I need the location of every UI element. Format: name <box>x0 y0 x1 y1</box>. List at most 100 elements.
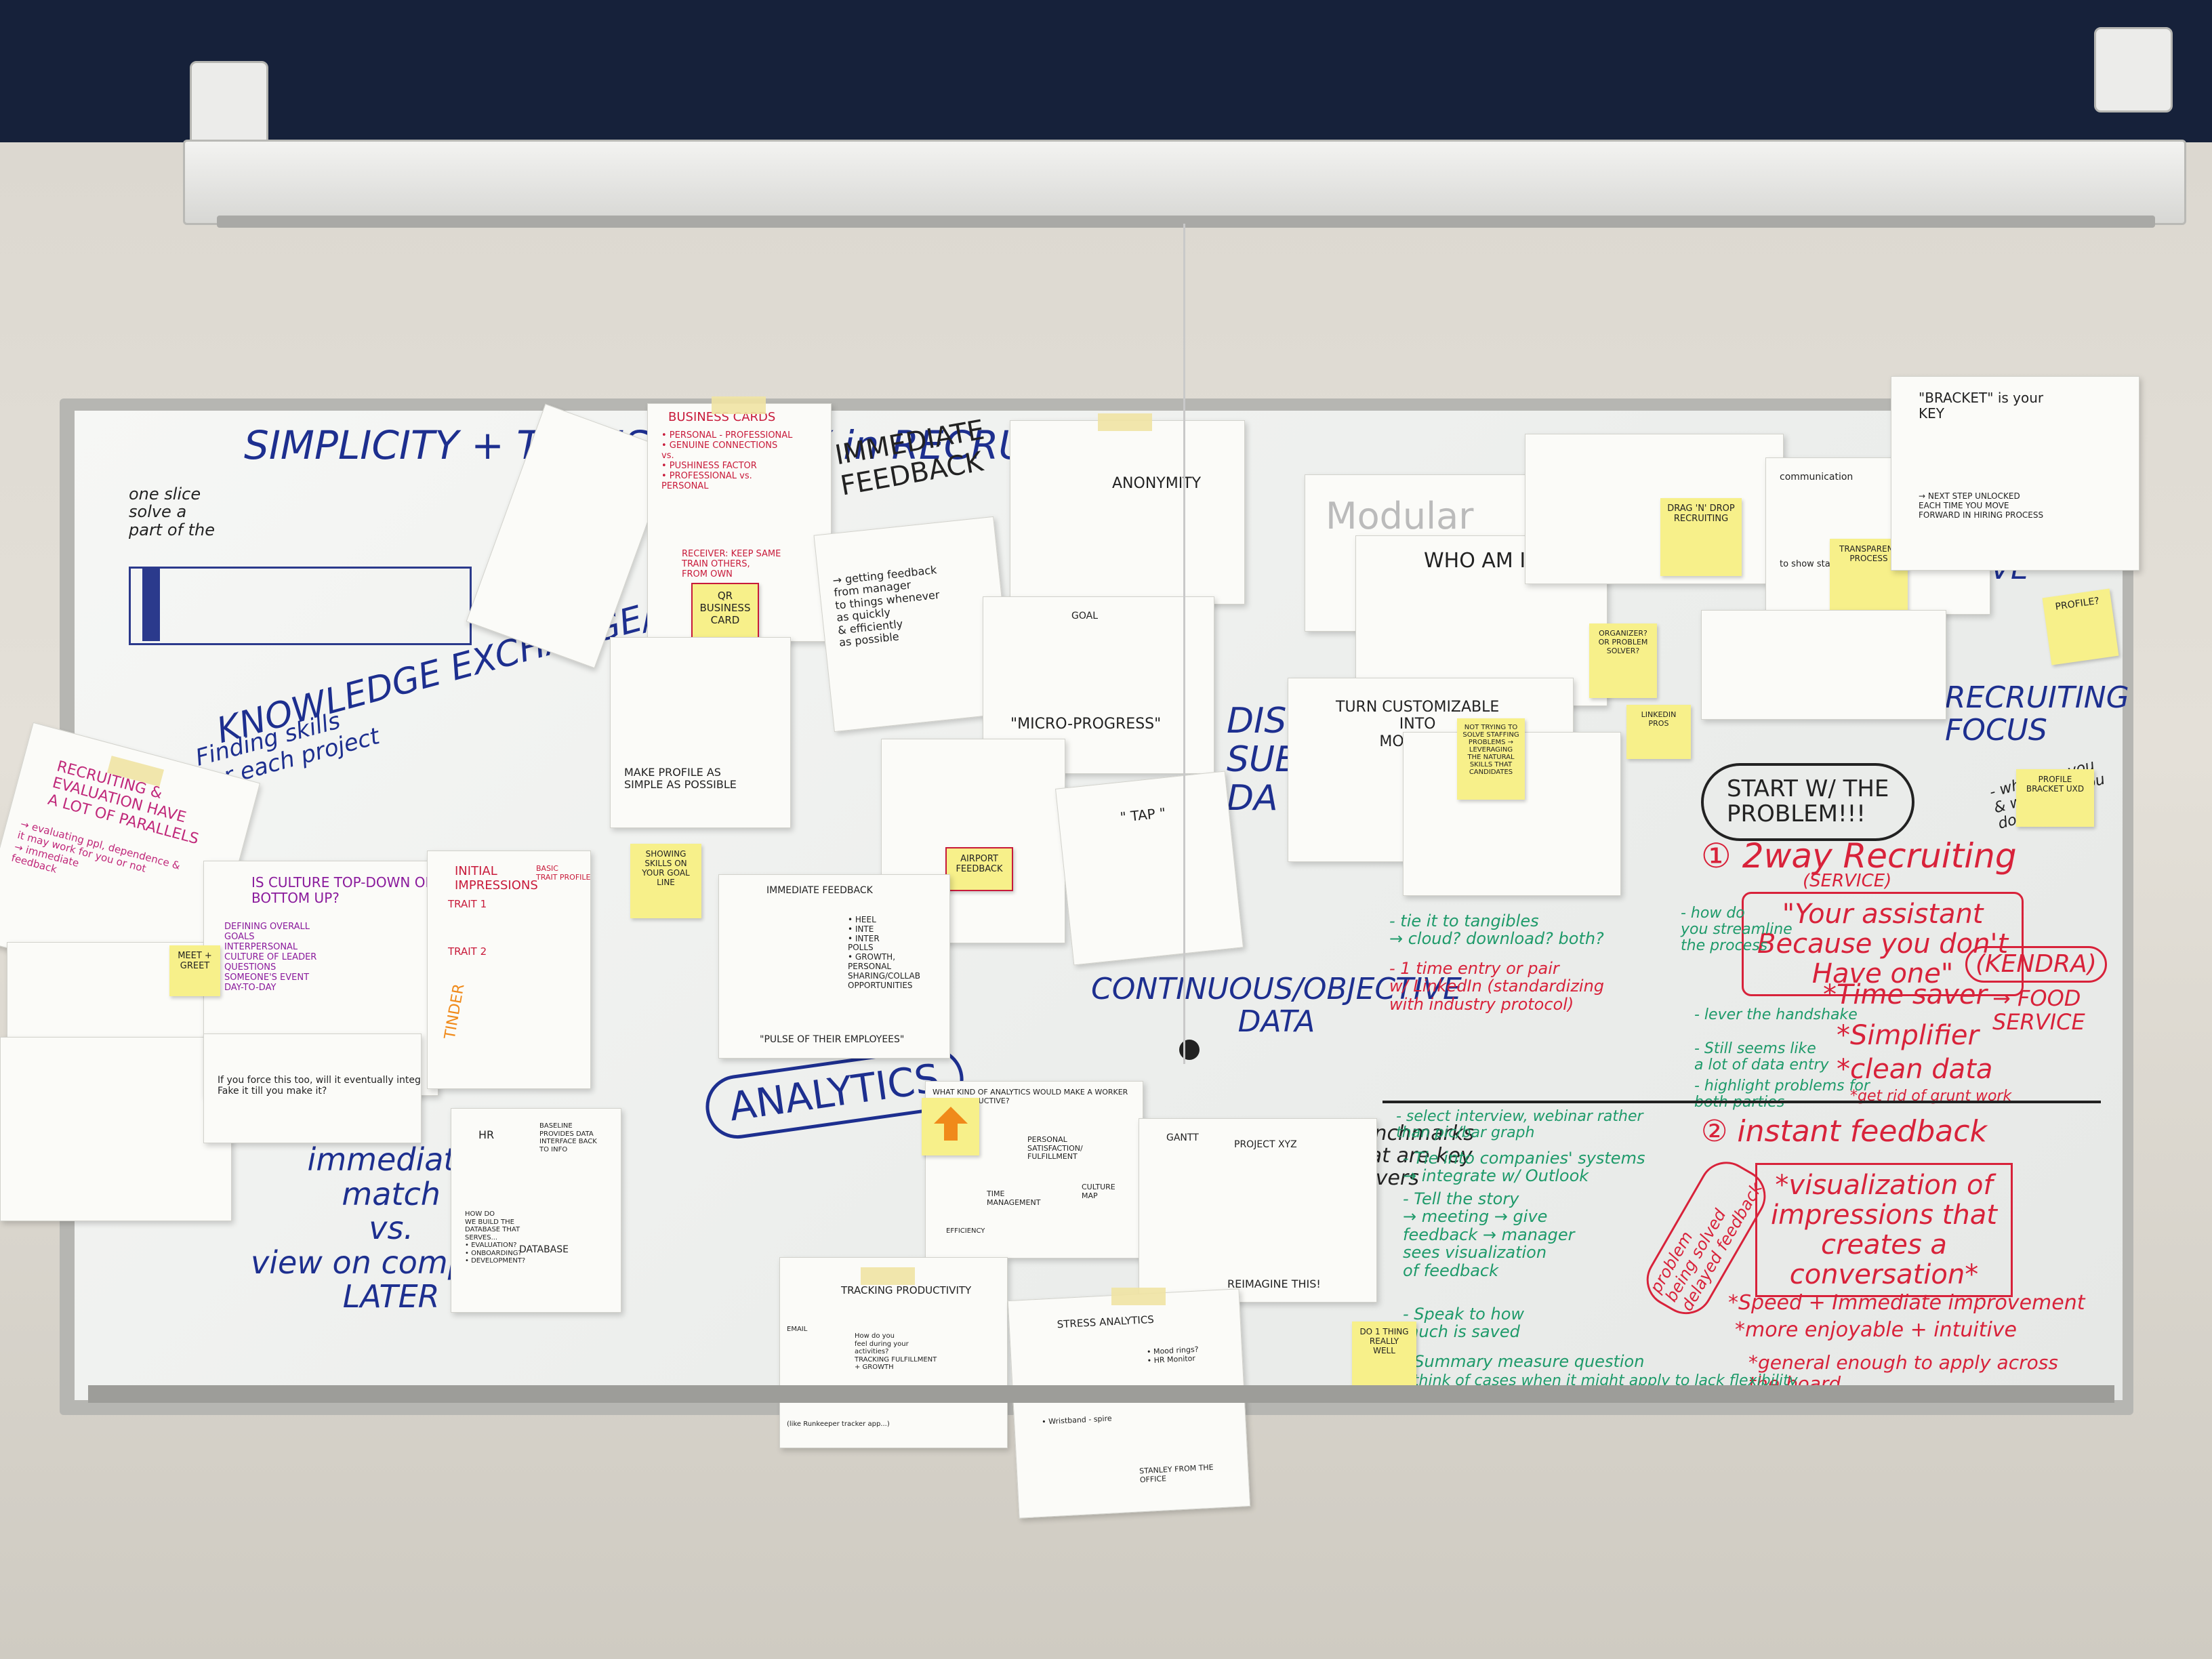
sticky-linkedin: LINKEDIN PROS <box>1626 705 1691 759</box>
projector-screen-case <box>183 140 2186 225</box>
micro-progress-label: "MICRO-PROGRESS" <box>1010 716 1162 733</box>
sticky-organizer: ORGANIZER? OR PROBLEM SOLVER? <box>1589 623 1657 698</box>
trait-2: TRAIT 2 <box>448 945 487 958</box>
projector-string <box>1183 224 1185 1064</box>
recruiting-focus: RECRUITING FOCUS <box>1945 680 2129 748</box>
ceiling <box>0 0 2212 142</box>
clean-data: *clean data <box>1837 1054 1993 1085</box>
immediate-feedback-list: • HEEL • INTE • INTER POLLS • GROWTH, PE… <box>848 915 920 990</box>
communication-label: communication <box>1780 472 1853 483</box>
lever-handshake: - lever the handshake <box>1694 1006 1858 1023</box>
tap-label: " TAP " <box>1119 804 1167 826</box>
general-note: *general enough to apply across the boar… <box>1748 1351 2058 1395</box>
time-management: TIME MANAGEMENT <box>987 1189 1041 1207</box>
paper-pulse: IMMEDIATE FEEDBACK • HEEL • INTE • INTER… <box>718 874 950 1059</box>
up-arrow-icon <box>933 1107 968 1141</box>
stanley-note: STANLEY FROM THE OFFICE <box>1139 1462 1214 1484</box>
gantt-label: GANTT <box>1166 1132 1199 1143</box>
tape <box>1098 413 1152 431</box>
analytics-sub: PERSONAL SATISFACTION/ FULFILLMENT <box>1027 1135 1083 1162</box>
efficiency: EFFICIENCY <box>946 1227 985 1235</box>
business-cards-list: • PERSONAL - PROFESSIONAL • GENUINE CONN… <box>661 430 793 491</box>
speed-note: *Speed + Immediate improvement <box>1728 1291 2085 1315</box>
sticky-do-one-thing: DO 1 THING REALLY WELL <box>1352 1322 1416 1386</box>
goal-label: GOAL <box>1071 611 1098 621</box>
culture-map: CULTURE MAP <box>1082 1183 1115 1200</box>
receiver-note: RECEIVER: KEEP SAME TRAIN OTHERS, FROM O… <box>682 549 781 579</box>
initial-impressions-sub: BASIC TRAIT PROFILE <box>536 864 591 882</box>
database-question: HOW DO WE BUILD THE DATABASE THAT SERVES… <box>465 1210 526 1265</box>
two-way-recruiting: ① 2way Recruiting <box>1701 836 2017 876</box>
paper-anonymity: ANONYMITY <box>1010 420 1245 605</box>
database-label: DATABASE <box>519 1244 569 1255</box>
service-label: (SERVICE) <box>1803 871 1892 891</box>
paper-tracking: TRACKING PRODUCTIVITY EMAIL How do you f… <box>779 1257 1008 1448</box>
email-label: EMAIL <box>787 1326 808 1333</box>
continuous-data: CONTINUOUS/OBJECTIVE DATA <box>1091 972 1462 1040</box>
sticky-drag-drop: DRAG 'N' DROP RECRUITING <box>1660 498 1742 576</box>
one-time-entry: - 1 time entry or pair w/ LinkedIn (stan… <box>1389 959 1605 1014</box>
time-saver: *Time saver <box>1823 979 1987 1010</box>
paper-tap: " TAP " <box>1054 771 1244 966</box>
simplifier: *Simplifier <box>1837 1020 1979 1051</box>
immediate-feedback-small: IMMEDIATE FEEDBACK <box>766 885 873 896</box>
sticky-meet-greet: MEET + GREET <box>169 945 220 996</box>
visualization-box: *visualization of impressions that creat… <box>1755 1163 2013 1297</box>
who-am-i-label: WHO AM I <box>1424 549 1526 573</box>
next-step-label: → NEXT STEP UNLOCKED EACH TIME YOU MOVE … <box>1919 491 2044 520</box>
tell-story: - Tell the story → meeting → give feedba… <box>1403 1189 1575 1280</box>
sticky-profile: PROFILE? <box>2042 588 2119 665</box>
projector-bracket-right <box>2094 27 2173 112</box>
tracking-title: TRACKING PRODUCTIVITY <box>841 1284 972 1296</box>
tape <box>1111 1288 1166 1305</box>
tie-systems: - Tie into companies' systems → integrat… <box>1403 1149 1645 1186</box>
initial-impressions-title: INITIAL IMPRESSIONS <box>455 864 538 893</box>
getting-feedback-text: → getting feedback from manager to thing… <box>832 563 941 649</box>
database-note: BASELINE PROVIDES DATA INTERFACE BACK TO… <box>539 1122 597 1153</box>
food-service: → FOOD SERVICE <box>1992 985 2085 1036</box>
make-profile-text: MAKE PROFILE AS SIMPLE AS POSSIBLE <box>624 766 737 792</box>
culture-title: IS CULTURE TOP-DOWN OR BOTTOM UP? <box>251 874 435 906</box>
sticky-qr-card: QR BUSINESS CARD <box>691 583 759 644</box>
sticky-showing-skills: SHOWING SKILLS ON YOUR GOAL LINE <box>630 844 701 918</box>
summary-measure: - Summary measure question <box>1403 1352 1645 1371</box>
enjoyable-note: *more enjoyable + intuitive <box>1735 1318 2018 1342</box>
marker-tray <box>88 1385 2114 1403</box>
projector-screen-lip <box>217 216 2155 228</box>
instant-feedback: ② instant feedback <box>1701 1114 1987 1149</box>
trait-1: TRAIT 1 <box>448 898 487 910</box>
culture-notes: DEFINING OVERALL GOALS INTERPERSONAL CUL… <box>224 922 317 993</box>
paper-initial-impressions: INITIAL IMPRESSIONS BASIC TRAIT PROFILE … <box>427 851 591 1089</box>
hr-label: HR <box>478 1128 495 1141</box>
slice-note: one slice solve a part of the <box>129 485 215 539</box>
stress-sub: • Mood rings? • HR Monitor <box>1146 1345 1199 1366</box>
sticky-up-arrow <box>922 1098 979 1155</box>
paper-circles <box>1701 610 1946 720</box>
project-xyz-label: PROJECT XYZ <box>1234 1139 1297 1150</box>
paper-micro-progress: GOAL "MICRO-PROGRESS" <box>983 596 1214 774</box>
paper-database: HR BASELINE PROVIDES DATA INTERFACE BACK… <box>451 1108 621 1313</box>
wristband-note: • Wristband - spire <box>1041 1414 1112 1427</box>
slice-bar-fill <box>142 567 160 641</box>
paper-wireframe-left <box>0 1037 232 1221</box>
tie-tangibles: - tie it to tangibles → cloud? download?… <box>1389 912 1604 949</box>
paper-culture-foot: If you force this too, will it eventuall… <box>203 1033 422 1143</box>
still-seems: - Still seems like a lot of data entry <box>1694 1040 1829 1074</box>
sticky-airport-feedback: AIRPORT FEEDBACK <box>945 847 1013 891</box>
culture-foot-text: If you force this too, will it eventuall… <box>218 1075 421 1097</box>
start-with-problem: START W/ THE PROBLEM!!! <box>1701 763 1915 841</box>
tracking-foot: (like Runkeeper tracker app...) <box>787 1420 890 1428</box>
stress-title: STRESS ANALYTICS <box>1057 1313 1155 1331</box>
select-interview: - select interview, webinar rather than … <box>1396 1108 1643 1142</box>
projector-bracket-left <box>190 61 268 146</box>
anonymity-label: ANONYMITY <box>1112 475 1202 492</box>
slice-bar <box>129 567 472 645</box>
modular-faded: Modular <box>1326 495 1474 537</box>
paper-icon-row <box>1525 434 1784 584</box>
tape <box>712 396 766 414</box>
highlight-problems: - highlight problems for both parties <box>1694 1078 1870 1111</box>
reimagine-label: REIMAGINE THIS! <box>1227 1277 1321 1290</box>
paper-bracket-key: "BRACKET" is your KEY → NEXT STEP UNLOCK… <box>1891 376 2139 571</box>
speak-saved: - Speak to how much is saved <box>1403 1305 1525 1342</box>
how-streamline: - how do you streamline the process <box>1681 905 1793 955</box>
